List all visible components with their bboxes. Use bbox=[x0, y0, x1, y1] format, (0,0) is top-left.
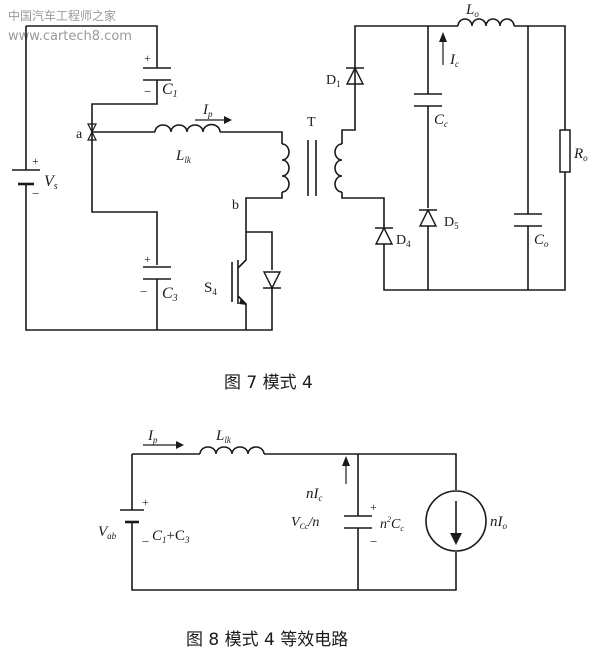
d4-diode-symbol bbox=[374, 226, 394, 245]
eq-llk-inductor-symbol bbox=[199, 446, 265, 455]
transformer-label: T bbox=[307, 115, 316, 130]
sec-bottom-wire bbox=[341, 172, 566, 291]
vs-left-wire bbox=[25, 26, 157, 331]
llk-inductor-symbol bbox=[154, 123, 221, 133]
eq-current-source-symbol bbox=[425, 490, 487, 552]
co-label: Co bbox=[534, 232, 549, 249]
cc-label: Cc bbox=[434, 112, 448, 129]
d5-diode-symbol bbox=[418, 208, 438, 227]
ic-arrow bbox=[439, 32, 447, 65]
eq-c13-label: C1+C3 bbox=[152, 528, 190, 545]
node-a-marker bbox=[87, 123, 97, 141]
ip-arrow bbox=[195, 116, 232, 124]
eq-left-bottom-wire bbox=[131, 522, 457, 591]
eq-ip-label: Ip bbox=[147, 428, 158, 445]
d5-label: D5 bbox=[444, 215, 459, 231]
transformer-t bbox=[281, 140, 343, 196]
watermark-title: 中国汽车工程师之家 bbox=[8, 8, 116, 23]
d1-diode-symbol bbox=[345, 66, 365, 85]
c3-minus: − bbox=[140, 284, 147, 299]
co-capacitor-symbol bbox=[514, 213, 542, 227]
eq-nic-label: nIc bbox=[306, 486, 323, 503]
c3-plus: + bbox=[144, 252, 151, 266]
lo-inductor-symbol bbox=[457, 18, 515, 27]
d4-label: D4 bbox=[396, 233, 411, 249]
s4-switch-symbol bbox=[231, 232, 247, 330]
s4-drain-wire bbox=[246, 231, 273, 270]
vs-battery-symbol bbox=[12, 169, 40, 186]
eq-vab-label: Vab bbox=[98, 524, 117, 541]
figure-7-caption: 图 7 模式 4 bbox=[224, 373, 313, 393]
vs-plus: + bbox=[32, 154, 39, 168]
node-a-label: a bbox=[76, 127, 83, 142]
ro-label: Ro bbox=[573, 146, 588, 163]
eq-llk-label: Llk bbox=[215, 428, 232, 445]
c1-plus: + bbox=[144, 51, 151, 65]
figure-7-circuit: + − Vs + − C1 + − C3 a Ip Llk T b S4 D1 … bbox=[12, 2, 588, 393]
ip-label: Ip bbox=[202, 102, 213, 119]
eq-cc-capacitor-symbol bbox=[344, 515, 372, 529]
s4-diode-symbol bbox=[262, 271, 282, 290]
eq-nio-label: nIo bbox=[490, 514, 508, 531]
c3-capacitor-symbol bbox=[143, 266, 171, 280]
eq-cc-minus: − bbox=[370, 534, 377, 549]
cc-capacitor-symbol bbox=[414, 93, 442, 107]
ic-label: Ic bbox=[449, 52, 459, 69]
llk-wire bbox=[92, 131, 283, 144]
c1-minus: − bbox=[144, 84, 151, 99]
vs-top-wire bbox=[26, 25, 158, 65]
c1-label: C1 bbox=[162, 81, 178, 100]
eq-ip-arrow bbox=[143, 441, 184, 449]
eq-vab-battery-symbol bbox=[120, 509, 144, 524]
ro-resistor-symbol bbox=[559, 129, 571, 173]
s4-label: S4 bbox=[204, 280, 217, 297]
s4-bottom-wire bbox=[157, 288, 273, 331]
figure-8-caption: 图 8 模式 4 等效电路 bbox=[186, 630, 348, 650]
lo-right-wire bbox=[514, 25, 566, 130]
eq-vab-plus: + bbox=[142, 495, 149, 509]
sec-top-wire bbox=[341, 25, 458, 144]
eq-vab-minus: − bbox=[142, 534, 149, 549]
c1-capacitor-symbol bbox=[143, 67, 171, 81]
eq-nic-arrow bbox=[342, 456, 350, 484]
watermark: 中国汽车工程师之家 www.cartech8.com bbox=[8, 8, 132, 44]
primary-bottom-wire bbox=[245, 192, 283, 232]
llk-label: Llk bbox=[175, 148, 192, 165]
vs-label: Vs bbox=[44, 173, 58, 192]
eq-n2cc-label: n2Cc bbox=[380, 515, 404, 533]
watermark-url: www.cartech8.com bbox=[8, 29, 132, 44]
node-b-label: b bbox=[232, 198, 239, 213]
d1-label: D1 bbox=[326, 73, 341, 89]
eq-top-wire bbox=[131, 453, 457, 510]
figure-8-circuit: Ip Llk + − Vab C1+C3 nIc VCc/n + − n2Cc … bbox=[98, 428, 508, 650]
c3-label: C3 bbox=[162, 285, 178, 304]
eq-vcc-label: VCc/n bbox=[291, 515, 319, 531]
eq-cc-plus: + bbox=[370, 500, 377, 514]
lo-label: Lo bbox=[465, 2, 479, 19]
vs-minus: − bbox=[32, 186, 39, 201]
